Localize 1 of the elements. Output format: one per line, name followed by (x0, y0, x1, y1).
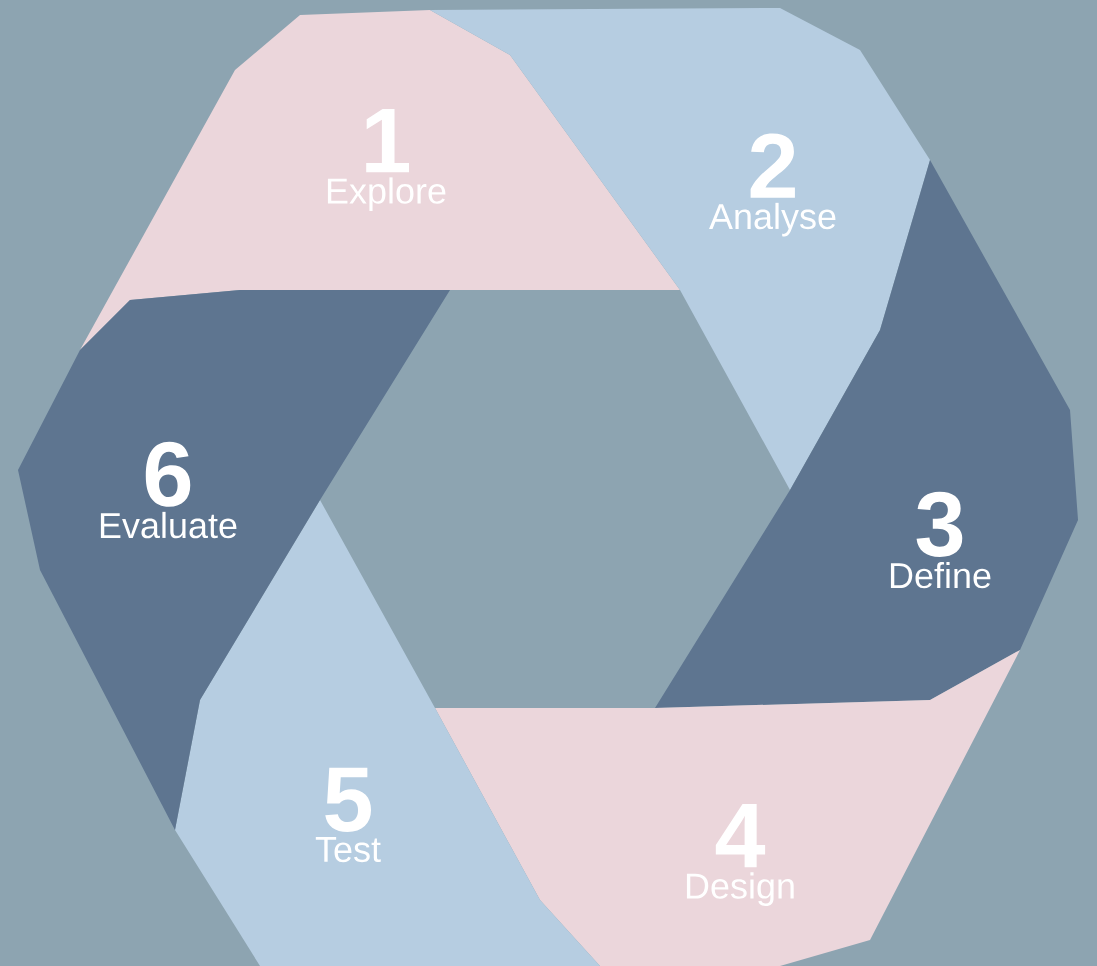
ribbon-band: 2 Analyse (430, 8, 930, 490)
